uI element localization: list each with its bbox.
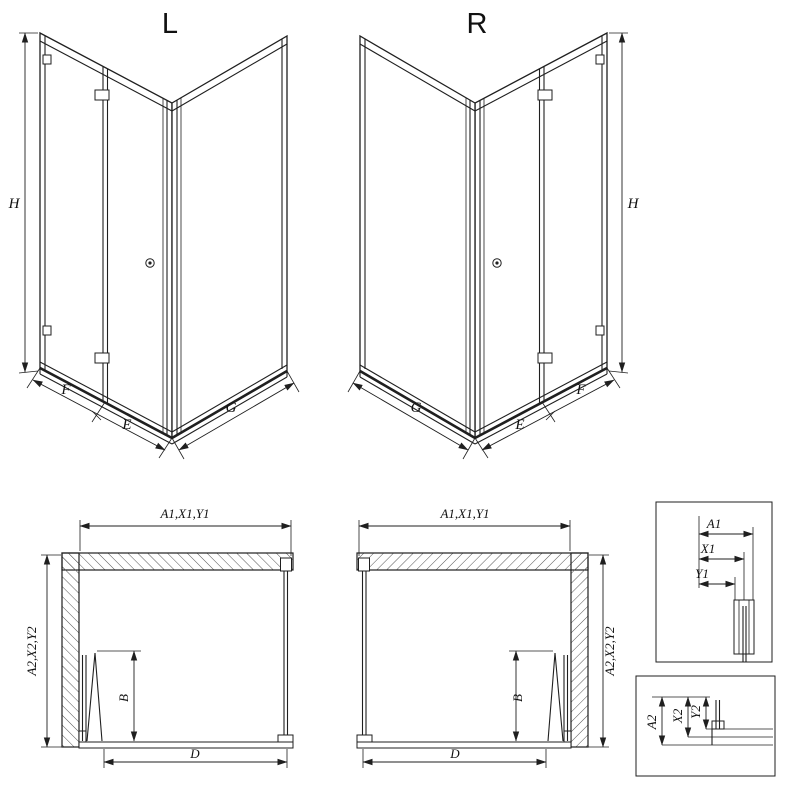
dim-label-x2: X2 — [670, 708, 685, 724]
dim-label-x1: X1 — [700, 541, 715, 556]
dim-label-f-right: F — [575, 382, 586, 398]
dim-label-h-left: H — [8, 196, 21, 212]
dim-label-b-left: B — [116, 694, 131, 702]
dim-label-a2x2y2-left: A2,X2,Y2 — [24, 626, 39, 677]
dim-label-g-left: G — [226, 400, 237, 416]
variant-label-right: R — [467, 8, 488, 40]
dim-label-e-left: E — [121, 417, 131, 433]
dim-label-d-left: D — [189, 746, 200, 761]
bottom-profile-clamp — [711, 720, 725, 730]
dim-label-a1: A1 — [706, 516, 721, 531]
wall-profile-section — [733, 599, 755, 655]
dim-label-g-right: G — [411, 400, 422, 416]
plan-geometry-left — [41, 520, 293, 768]
iso-left-view: L H F E G — [8, 8, 299, 459]
dim-label-a2: A2 — [644, 714, 659, 730]
plan-left-view: A1,X1,Y1 A2,X2,Y2 B D — [24, 506, 293, 768]
dim-label-b-right: B — [510, 694, 525, 702]
dim-label-y1: Y1 — [695, 566, 709, 581]
dim-label-f-left: F — [60, 382, 71, 398]
variant-label-left: L — [162, 8, 178, 40]
dim-label-a1x1y1-right: A1,X1,Y1 — [439, 506, 489, 521]
enclosure-geometry-right — [348, 33, 628, 459]
plan-geometry-right — [357, 520, 609, 768]
dim-label-a1x1y1-left: A1,X1,Y1 — [159, 506, 209, 521]
dim-label-h-right: H — [627, 196, 640, 212]
dim-label-y2: Y2 — [688, 705, 703, 719]
dim-label-d-right: D — [449, 746, 460, 761]
dim-label-e-right: E — [514, 417, 524, 433]
dim-label-a2x2y2-right: A2,X2,Y2 — [602, 626, 617, 677]
detail-lower-view: A2 X2 Y2 — [635, 675, 776, 777]
detail-upper-view: A1 X1 Y1 — [655, 501, 773, 663]
iso-right-view: R H F E G — [348, 8, 640, 459]
plan-right-view: A1,X1,Y1 A2,X2,Y2 B D — [357, 506, 617, 768]
